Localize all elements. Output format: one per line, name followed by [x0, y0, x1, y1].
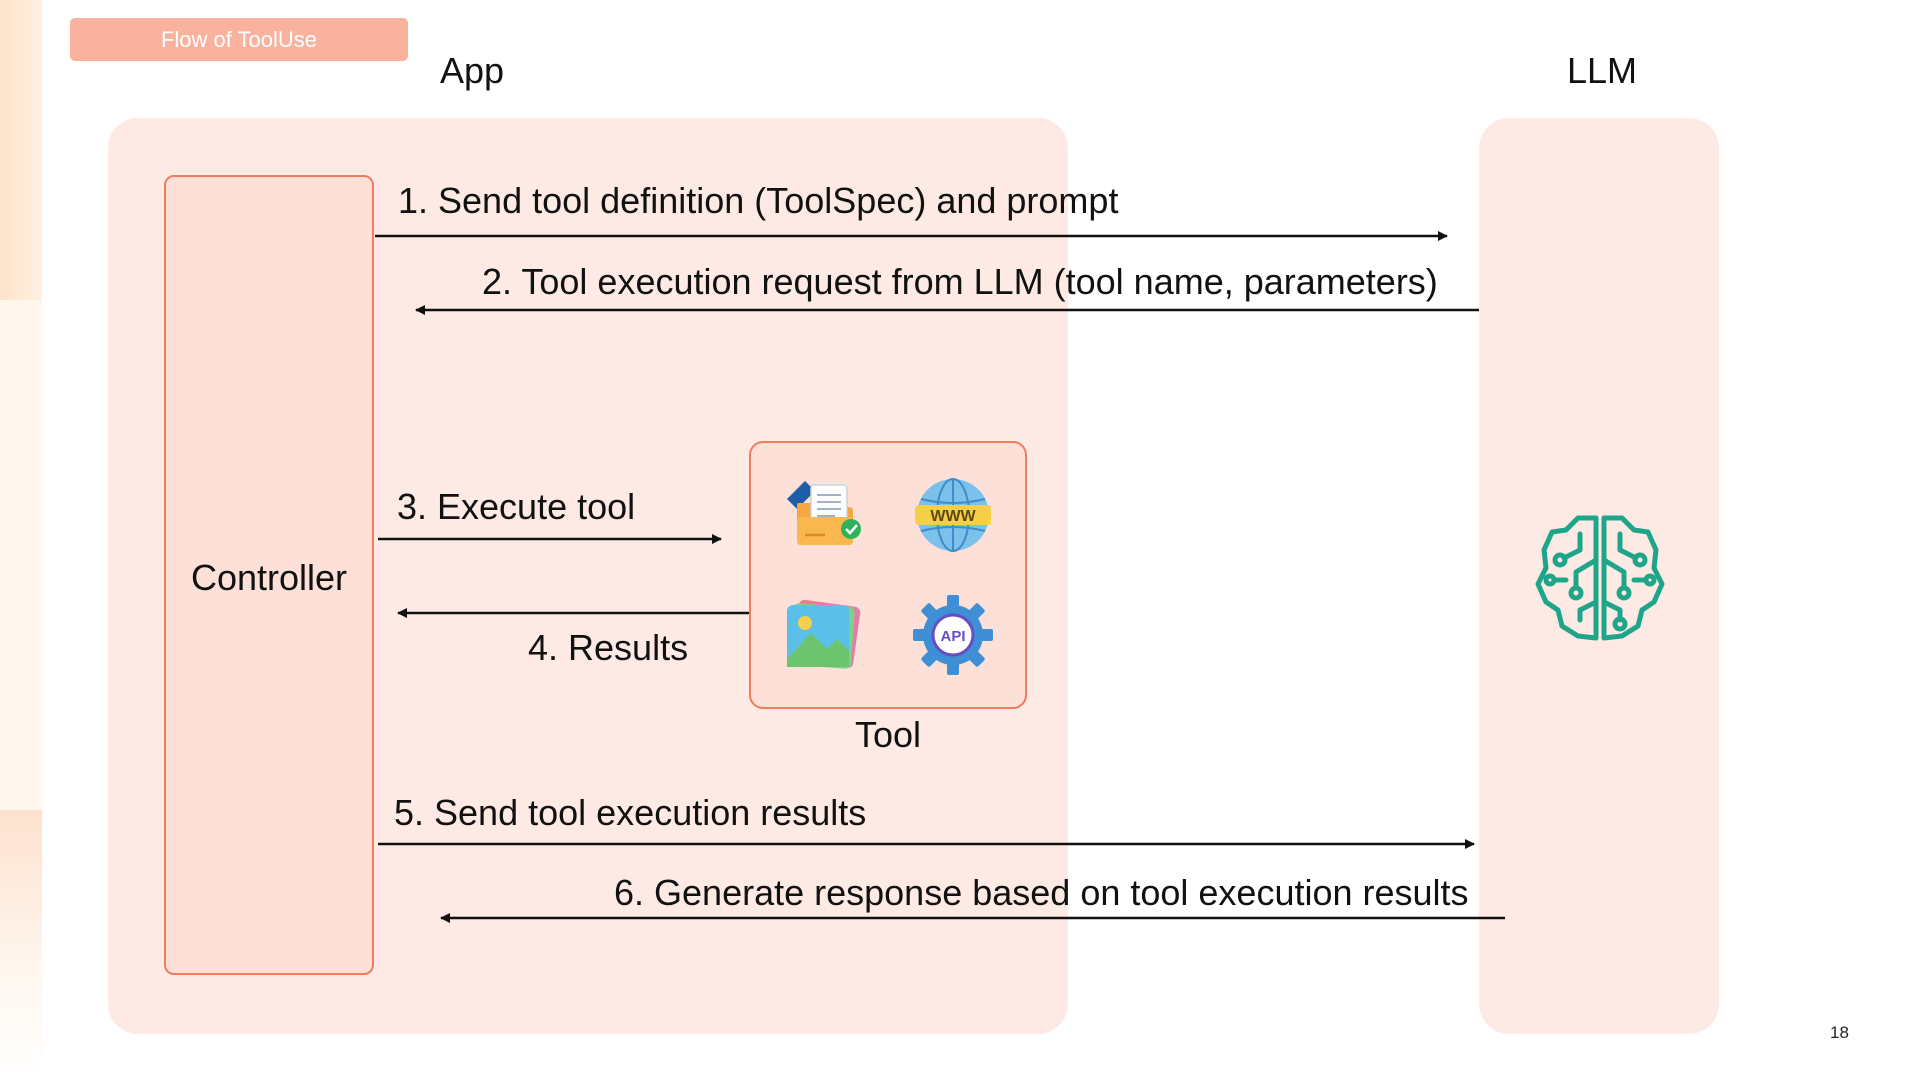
decorative-edge-top [0, 0, 42, 300]
image-gallery-icon [787, 599, 861, 669]
step-1-label: 1. Send tool definition (ToolSpec) and p… [398, 180, 1119, 221]
app-column-header: App [440, 50, 505, 91]
controller-label: Controller [190, 557, 348, 598]
step-6-label: 6. Generate response based on tool execu… [614, 872, 1469, 913]
api-gear-icon: API [913, 595, 993, 675]
decorative-edge-middle [0, 300, 42, 810]
llm-column-header: LLM [1567, 50, 1638, 91]
folder-document-icon [787, 481, 861, 545]
step-5-label: 5. Send tool execution results [394, 792, 867, 833]
tool-label: Tool [855, 714, 922, 755]
tool-box: WWW API [749, 441, 1027, 709]
decorative-edge-bottom [0, 810, 42, 1080]
step-4-label: 4. Results [528, 627, 689, 668]
www-text: WWW [930, 508, 976, 525]
brain-circuit-icon [1535, 515, 1665, 641]
step-2-label: 2. Tool execution request from LLM (tool… [482, 261, 1438, 302]
globe-www-icon: WWW [915, 478, 991, 552]
llm-panel [1479, 118, 1719, 1034]
controller-box: Controller [164, 175, 374, 975]
slide-title: Flow of ToolUse [70, 18, 408, 61]
page-number: 18 [1830, 1023, 1849, 1042]
api-text: API [940, 628, 965, 645]
step-3-label: 3. Execute tool [397, 486, 636, 527]
